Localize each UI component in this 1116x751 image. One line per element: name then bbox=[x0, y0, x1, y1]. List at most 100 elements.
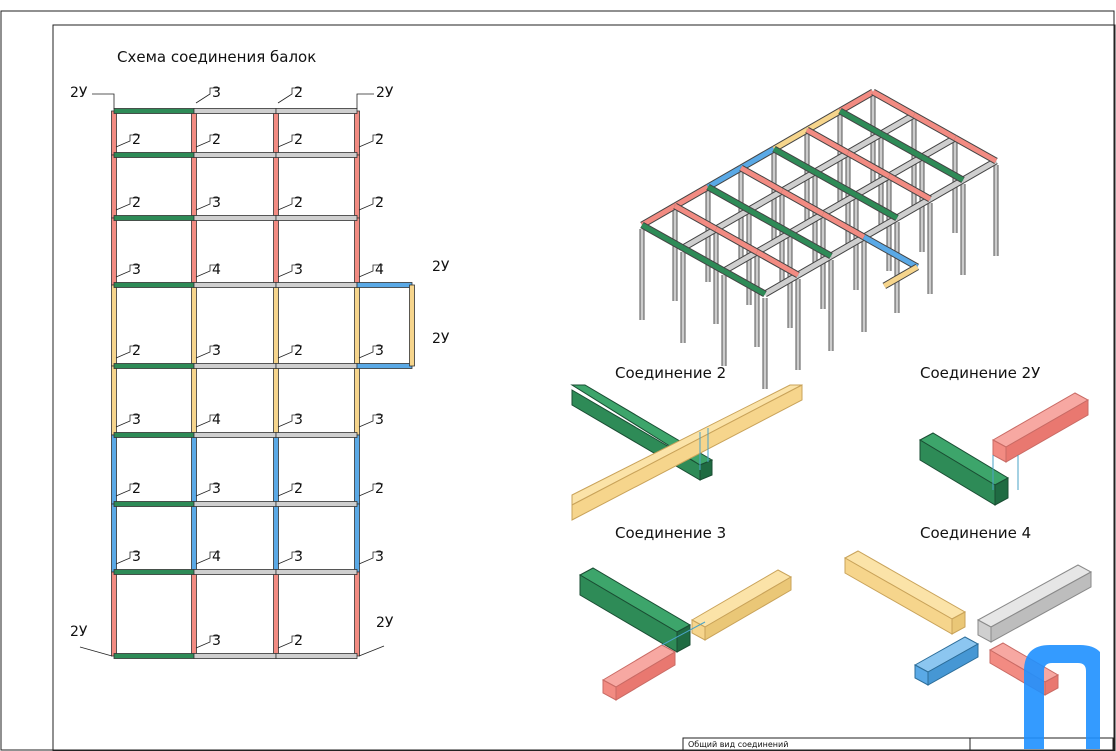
leader-line bbox=[277, 635, 302, 649]
iso-beam bbox=[739, 165, 784, 194]
leader-line bbox=[277, 483, 302, 497]
iso-beam bbox=[706, 184, 751, 213]
joint-label: 3 bbox=[132, 549, 141, 565]
horizontal-beam bbox=[275, 501, 358, 507]
iso-beam bbox=[895, 196, 932, 221]
leader-line bbox=[277, 414, 302, 428]
leader-line bbox=[277, 134, 302, 148]
iso-beam bbox=[813, 169, 858, 198]
leader-line bbox=[358, 483, 383, 497]
joint-label: 2 bbox=[375, 481, 384, 497]
horizontal-beam bbox=[275, 432, 358, 438]
leader-line bbox=[195, 414, 220, 428]
leader-line bbox=[358, 345, 383, 359]
leader-line bbox=[115, 134, 140, 148]
iso-beam bbox=[961, 158, 998, 183]
detail-connection-2u bbox=[918, 392, 1090, 506]
leader-line bbox=[79, 646, 113, 657]
iso-beam bbox=[673, 203, 718, 232]
leader-line bbox=[277, 87, 302, 104]
leader-line bbox=[195, 635, 220, 649]
extension-joint-label: 2У bbox=[432, 259, 450, 275]
iso-beam bbox=[871, 89, 916, 118]
iso-beam bbox=[879, 112, 916, 137]
iso-beam bbox=[879, 131, 924, 160]
joint-label: 3 bbox=[212, 85, 221, 101]
iso-beam bbox=[722, 268, 767, 297]
iso-beam bbox=[640, 222, 685, 251]
iso-beam bbox=[862, 234, 919, 270]
joint-label: 2 bbox=[294, 85, 303, 101]
horizontal-beam bbox=[275, 569, 358, 575]
joint-label: 4 bbox=[212, 412, 221, 428]
iso-beam bbox=[772, 146, 817, 175]
horizontal-beam bbox=[275, 152, 358, 158]
leader-line bbox=[277, 264, 302, 278]
leader-line bbox=[358, 551, 383, 565]
detail-title-2u: Соединение 2У bbox=[920, 364, 1041, 382]
leader-line bbox=[277, 345, 302, 359]
iso-beam bbox=[854, 192, 899, 221]
leader-line bbox=[92, 93, 115, 109]
iso-beam bbox=[920, 154, 965, 183]
iso-beam bbox=[681, 245, 726, 274]
iso-beam bbox=[673, 184, 710, 209]
joint-label: 4 bbox=[375, 262, 384, 278]
iso-beam bbox=[780, 169, 817, 194]
joint-label: 3 bbox=[375, 343, 384, 359]
leader-line bbox=[115, 483, 140, 497]
iso-beam bbox=[788, 211, 825, 236]
iso-beam bbox=[763, 272, 800, 297]
joint-label: 3 bbox=[212, 633, 221, 649]
iso-beam bbox=[805, 127, 850, 156]
detail-title-2: Соединение 2 bbox=[615, 364, 727, 382]
iso-beam bbox=[640, 203, 677, 228]
joint-label: 2 bbox=[132, 343, 141, 359]
iso-beam bbox=[805, 108, 842, 133]
joint-label: 2 bbox=[294, 481, 303, 497]
iso-beam bbox=[706, 165, 743, 190]
iso-beam bbox=[780, 188, 825, 217]
detail-title-3: Соединение 3 bbox=[615, 524, 727, 542]
joint-label: 3 bbox=[212, 481, 221, 497]
leader-line bbox=[358, 197, 383, 211]
iso-beam bbox=[821, 192, 858, 217]
leader-line bbox=[277, 551, 302, 565]
joint-label: 2У bbox=[376, 85, 394, 101]
iso-beam bbox=[722, 249, 759, 274]
leader-line bbox=[195, 197, 220, 211]
iso-beam bbox=[772, 127, 809, 152]
joint-label: 4 bbox=[212, 262, 221, 278]
horizontal-beam bbox=[275, 215, 358, 221]
title-block bbox=[682, 737, 1114, 751]
iso-beam bbox=[912, 112, 957, 141]
company-logo bbox=[1024, 645, 1100, 749]
detail-connection-4 bbox=[843, 550, 1093, 696]
joint-label: 2 bbox=[294, 633, 303, 649]
leader-line bbox=[195, 264, 220, 278]
joint-label: 2У bbox=[70, 624, 88, 640]
joint-label: 3 bbox=[375, 549, 384, 565]
joint-label: 3 bbox=[294, 262, 303, 278]
leader-line bbox=[195, 483, 220, 497]
iso-beam bbox=[920, 135, 957, 160]
joint-label: 2 bbox=[375, 132, 384, 148]
leader-line bbox=[195, 134, 220, 148]
joint-label: 3 bbox=[212, 195, 221, 211]
iso-beam bbox=[714, 226, 759, 255]
iso-beam bbox=[887, 154, 924, 179]
joint-label: 3 bbox=[212, 343, 221, 359]
detail-connection-2 bbox=[570, 384, 803, 521]
iso-beam bbox=[739, 146, 776, 171]
leader-line bbox=[277, 197, 302, 211]
iso-beam bbox=[953, 135, 998, 164]
iso-beam bbox=[681, 226, 718, 251]
joint-label: 2 bbox=[212, 132, 221, 148]
iso-beam bbox=[755, 249, 800, 278]
joint-label: 2У bbox=[376, 615, 394, 631]
iso-beam bbox=[862, 215, 899, 240]
joint-label: 2 bbox=[132, 481, 141, 497]
scheme-title: Схема соединения балок bbox=[117, 48, 317, 66]
